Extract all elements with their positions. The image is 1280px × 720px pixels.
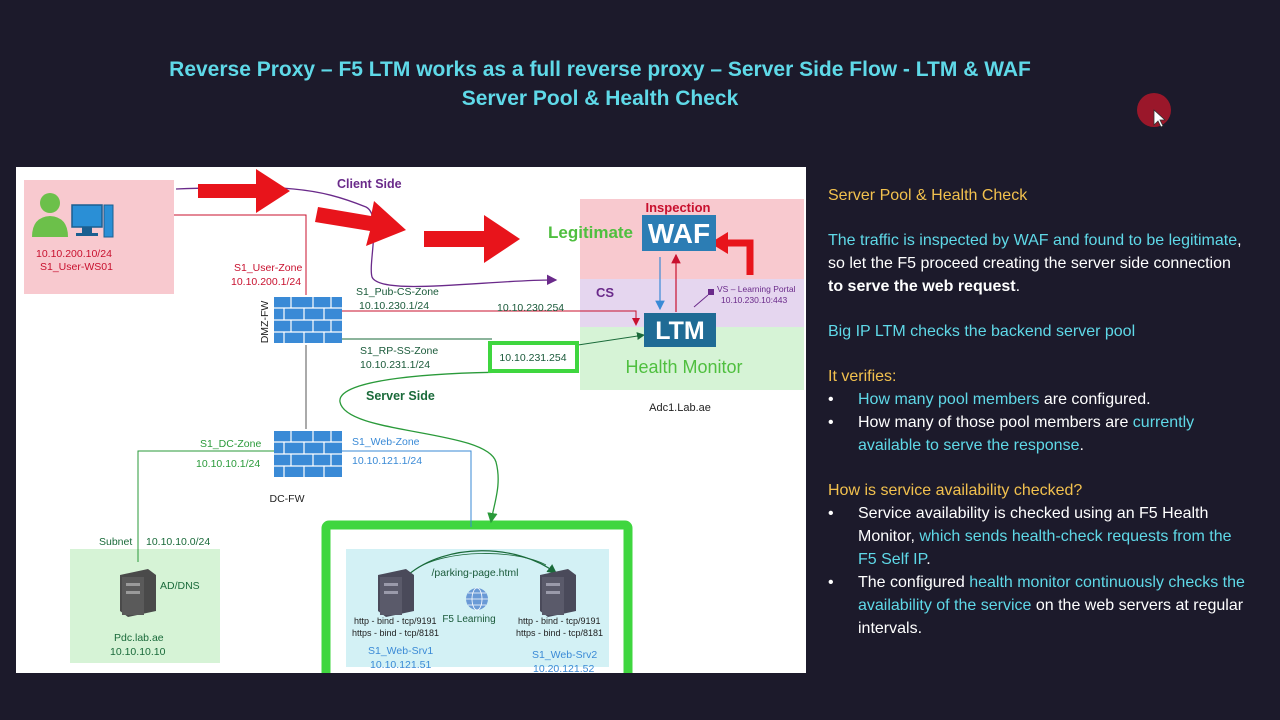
cs-label: CS bbox=[596, 285, 614, 300]
user-zone-link bbox=[174, 214, 307, 295]
pub-cs-self-ip: 10.10.230.254 bbox=[497, 302, 564, 314]
client-flow-path bbox=[175, 186, 558, 288]
panel-heading: Server Pool & Health Check bbox=[828, 187, 1028, 204]
vs-label: VS – Learning Portal bbox=[717, 284, 796, 294]
pdc-ip: 10.10.10.10 bbox=[110, 646, 166, 658]
vs-ip: 10.10.230.10:443 bbox=[721, 295, 787, 305]
dc-zone-link bbox=[137, 450, 274, 562]
client-side-label: Client Side bbox=[337, 177, 402, 191]
srv2-ip: 10.20.121.52 bbox=[533, 663, 594, 673]
pub-cs-zone-ip: 10.10.230.1/24 bbox=[359, 300, 429, 312]
subnet-label: Subnet bbox=[99, 536, 132, 548]
dmz-firewall-icon bbox=[274, 297, 342, 343]
server-side-label: Server Side bbox=[366, 389, 435, 403]
user-zone-label: S1_User-Zone bbox=[234, 262, 302, 274]
srv2-name: S1_Web-Srv2 bbox=[532, 649, 597, 661]
panel-paragraph-2: Big IP LTM checks the backend server poo… bbox=[828, 323, 1136, 340]
list-item: The configured health monitor continuous… bbox=[828, 571, 1248, 640]
pub-cs-zone-label: S1_Pub-CS-Zone bbox=[356, 286, 439, 298]
workstation-icon bbox=[71, 204, 114, 238]
rp-ss-zone-ip: 10.10.231.1/24 bbox=[360, 359, 430, 371]
dc-zone-ip: 10.10.10.1/24 bbox=[196, 458, 260, 470]
legitimate-label: Legitimate bbox=[548, 223, 633, 242]
dc-fw-label: DC-FW bbox=[270, 493, 305, 505]
slide-title: Reverse Proxy – F5 LTM works as a full r… bbox=[169, 58, 1031, 81]
pub-cs-link bbox=[342, 310, 640, 326]
ltm-label: LTM bbox=[655, 317, 705, 345]
dc-firewall-icon bbox=[274, 431, 342, 477]
web-zone-label: S1_Web-Zone bbox=[352, 436, 420, 448]
ad-dns-label: AD/DNS bbox=[160, 580, 200, 592]
dc-zone-label: S1_DC-Zone bbox=[200, 438, 261, 450]
subnet-ip: 10.10.10.0/24 bbox=[146, 536, 210, 548]
rp-ss-zone-label: S1_RP-SS-Zone bbox=[360, 345, 438, 357]
f5-learning-globe-icon bbox=[466, 587, 488, 611]
pdc-host: Pdc.lab.ae bbox=[114, 632, 164, 644]
user-ip: 10.10.200.10/24 bbox=[36, 248, 112, 260]
web-zone-link bbox=[342, 450, 472, 527]
parking-page-label: /parking-page.html bbox=[432, 567, 519, 579]
srv2-http: http - bind - tcp/9191 bbox=[518, 616, 601, 626]
red-arrow-3 bbox=[424, 215, 520, 263]
web-server-1-icon bbox=[378, 569, 414, 617]
srv1-ip: 10.10.121.51 bbox=[370, 659, 431, 671]
ss-self-ip: 10.10.231.254 bbox=[499, 352, 566, 364]
network-diagram: WAF LTM Inspection Legitimate CS Health … bbox=[16, 167, 806, 673]
srv1-name: S1_Web-Srv1 bbox=[368, 645, 433, 657]
srv1-http: http - bind - tcp/9191 bbox=[354, 616, 437, 626]
verifies-list: How many pool members are configured. Ho… bbox=[828, 388, 1248, 457]
srv1-https: https - bind - tcp/8181 bbox=[352, 628, 439, 638]
waf-label: WAF bbox=[648, 218, 710, 249]
self-ip-highlight bbox=[488, 341, 579, 373]
explanation-panel: Server Pool & Health Check The traffic i… bbox=[828, 184, 1248, 662]
slide-subtitle: Server Pool & Health Check bbox=[461, 87, 739, 110]
how-heading: How is service availability checked? bbox=[828, 482, 1083, 499]
panel-paragraph-1: The traffic is inspected by WAF and foun… bbox=[828, 232, 1242, 295]
red-arrow-1 bbox=[198, 169, 290, 213]
dmz-fw-label: DMZ-FW bbox=[259, 301, 271, 344]
vs-marker bbox=[708, 289, 714, 295]
web-server-2-icon bbox=[540, 569, 576, 617]
user-zone-ip: 10.10.200.1/24 bbox=[231, 276, 301, 288]
list-item: Service availability is checked using an… bbox=[828, 502, 1248, 571]
list-item: How many pool members are configured. bbox=[828, 388, 1248, 411]
srv2-https: https - bind - tcp/8181 bbox=[516, 628, 603, 638]
verifies-heading: It verifies: bbox=[828, 368, 897, 385]
web-zone-ip: 10.10.121.1/24 bbox=[352, 455, 422, 467]
cursor-pointer-icon bbox=[1137, 93, 1171, 128]
user-avatar-icon bbox=[32, 193, 68, 237]
ltm-box bbox=[644, 313, 716, 347]
ad-dns-server-icon bbox=[120, 569, 156, 617]
user-name: S1_User-WS01 bbox=[40, 261, 113, 273]
red-arrow-2 bbox=[315, 201, 406, 246]
waf-box bbox=[642, 215, 716, 251]
adc-host: Adc1.Lab.ae bbox=[649, 402, 711, 414]
list-item: How many of those pool members are curre… bbox=[828, 411, 1248, 457]
server-flow-path bbox=[339, 371, 522, 524]
server-pool-highlight bbox=[321, 520, 633, 673]
inspection-label: Inspection bbox=[645, 200, 710, 215]
health-monitor-label: Health Monitor bbox=[625, 357, 742, 377]
waf-return-arrow bbox=[724, 239, 754, 275]
f5-learning-label: F5 Learning bbox=[442, 614, 495, 625]
how-list: Service availability is checked using an… bbox=[828, 502, 1248, 640]
